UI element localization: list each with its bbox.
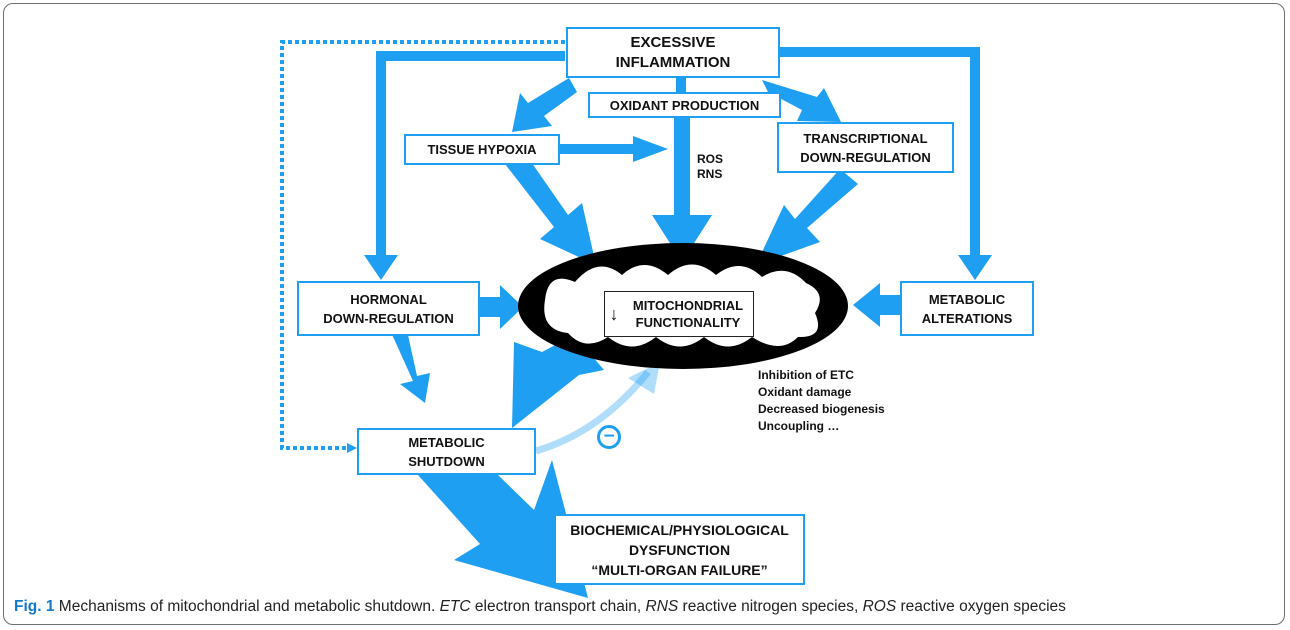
box-metabolic-alterations: METABOLIC ALTERATIONS — [900, 281, 1034, 336]
mito-line2: FUNCTIONALITY — [635, 315, 741, 330]
arrow-metabolic-alterations-to-mitochondria — [853, 283, 900, 327]
arrow-inflammation-to-transcriptional — [762, 80, 841, 122]
effect-item: Inhibition of ETC — [758, 368, 854, 382]
mitochondrial-functionality-label: ↓ MITOCHONDRIAL FUNCTIONALITY — [604, 291, 754, 337]
box-excessive-inflammation: EXCESSIVE INFLAMMATION — [566, 27, 780, 78]
arrow-hypoxia-to-mitochondria — [505, 156, 596, 265]
arrow-hormonal-to-shutdown — [390, 326, 430, 403]
figure-frame — [3, 3, 1285, 625]
down-arrow-icon: ↓ — [609, 304, 619, 324]
caption-rns: RNS — [645, 598, 679, 615]
oxidant-label: OXIDANT PRODUCTION — [609, 97, 760, 113]
dysfunction-line1: BIOCHEMICAL/PHYSIOLOGICAL — [570, 521, 789, 538]
metabolic-shutdown-line2: SHUTDOWN — [408, 453, 485, 469]
transcriptional-line2: DOWN-REGULATION — [800, 149, 931, 165]
mitochondrial-effects-list: Inhibition of ETC Oxidant damage Decreas… — [758, 367, 885, 435]
arrow-hypoxia-to-ros — [560, 136, 668, 162]
transcriptional-line1: TRANSCRIPTIONAL — [803, 130, 928, 146]
arrow-hormonal-to-mitochondria — [480, 285, 523, 329]
box-metabolic-shutdown: METABOLIC SHUTDOWN — [357, 428, 536, 475]
mito-line1: MITOCHONDRIAL — [632, 298, 744, 313]
arrow-oxidant-to-mitochondria — [652, 117, 712, 262]
dysfunction-line3: “MULTI-ORGAN FAILURE” — [591, 561, 768, 578]
box-hormonal-down-regulation: HORMONAL DOWN-REGULATION — [297, 281, 480, 336]
arrow-inflammation-to-metabolic-alterations — [780, 47, 992, 280]
caption-rns-def: reactive nitrogen species, — [678, 598, 863, 615]
box-oxidant-production: OXIDANT PRODUCTION — [588, 92, 781, 118]
caption-ros: ROS — [862, 598, 897, 615]
arrow-shutdown-inhibits-head — [628, 362, 660, 394]
arrow-shutdown-inhibits-mitochondria — [535, 369, 651, 455]
arrow-inflammation-to-hypoxia — [512, 78, 577, 132]
hormonal-line1: HORMONAL — [350, 291, 427, 307]
inflammation-line2: INFLAMMATION — [615, 53, 731, 71]
box-transcriptional-down-regulation: TRANSCRIPTIONAL DOWN-REGULATION — [777, 122, 954, 173]
arrow-inflammation-to-hormonal — [364, 51, 565, 280]
dysfunction-line2: DYSFUNCTION — [628, 541, 731, 558]
effect-item: Oxidant damage — [758, 385, 852, 399]
arrow-transcriptional-to-mitochondria — [756, 169, 858, 265]
hormonal-line2: DOWN-REGULATION — [323, 310, 454, 326]
box-tissue-hypoxia: TISSUE HYPOXIA — [404, 134, 560, 165]
metabolic-shutdown-line1: METABOLIC — [408, 434, 485, 450]
inhibition-minus-icon: − — [597, 425, 621, 449]
caption-fig-number: Fig. 1 — [14, 598, 55, 615]
caption-etc: ETC — [439, 598, 471, 615]
figure-caption: Fig. 1 Mechanisms of mitochondrial and m… — [14, 597, 1280, 617]
caption-ros-def: reactive oxygen species — [896, 598, 1066, 615]
mito-text: MITOCHONDRIAL FUNCTIONALITY — [623, 297, 753, 331]
effect-item: Decreased biogenesis — [758, 402, 885, 416]
arrow-mitochondria-to-shutdown — [512, 335, 604, 428]
ros-label: ROS — [697, 152, 724, 166]
rns-label: RNS — [697, 167, 723, 181]
metabolic-alterations-line2: ALTERATIONS — [921, 310, 1013, 326]
box-biochemical-dysfunction: BIOCHEMICAL/PHYSIOLOGICAL DYSFUNCTION “M… — [554, 514, 805, 585]
dotted-feedback-arrow — [280, 40, 565, 453]
metabolic-alterations-line1: METABOLIC — [928, 291, 1006, 307]
inflammation-line1: EXCESSIVE — [630, 33, 716, 51]
hypoxia-label: TISSUE HYPOXIA — [427, 142, 537, 157]
caption-etc-def: electron transport chain, — [470, 598, 646, 615]
caption-title: Mechanisms of mitochondrial and metaboli… — [54, 598, 440, 615]
arrow-shutdown-to-dysfunction — [418, 460, 588, 598]
arrow-inflammation-to-oxidant — [676, 78, 686, 92]
effect-item: Uncoupling … — [758, 419, 840, 433]
